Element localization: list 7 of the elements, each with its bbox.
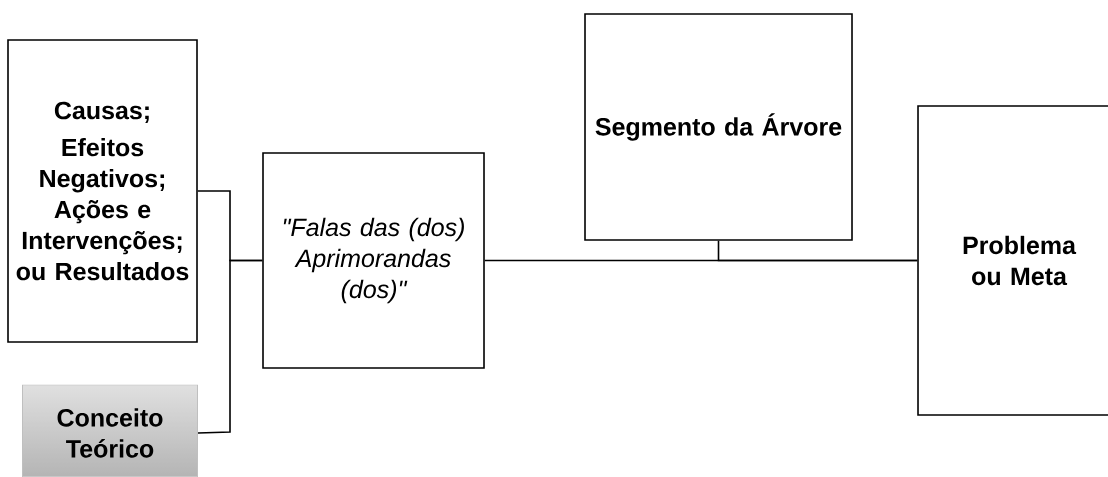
process-box: Segmento da Árvore bbox=[584, 13, 853, 241]
connector-line bbox=[717, 240, 918, 262]
process-box: Conceito Teórico bbox=[22, 384, 198, 477]
process-box: Problema ou Meta bbox=[917, 105, 1108, 416]
process-box: Causas; Efeitos Negativos; Ações e Intervenções; ou Resultados bbox=[7, 39, 198, 343]
process-box: "Falas das (dos) Aprimorandas (dos)" bbox=[262, 152, 485, 369]
connector-line bbox=[197, 259, 263, 434]
